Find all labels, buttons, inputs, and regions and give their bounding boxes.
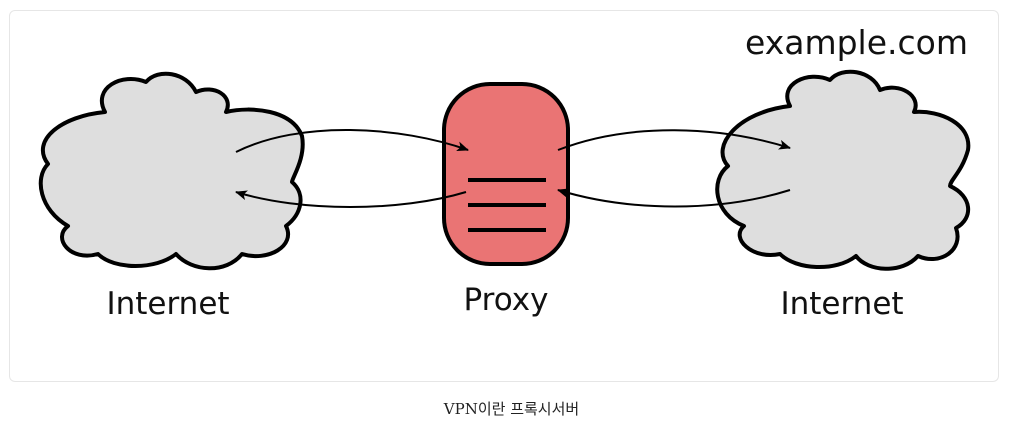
arrow-right-to-proxy [557, 188, 791, 208]
arrow-proxy-to-right [557, 129, 791, 151]
proxy-diagram: example.com Internet Proxy Internet [38, 23, 971, 322]
arrow-left-to-proxy [235, 129, 469, 153]
proxy-server-icon [442, 82, 570, 266]
right-node-label: Internet [780, 286, 903, 322]
right-cloud-icon [715, 69, 971, 271]
figure-caption: VPN이란 프록시서버 [443, 400, 580, 418]
domain-label: example.com [745, 23, 968, 62]
arrow-proxy-to-left [235, 190, 467, 208]
left-node-label: Internet [106, 286, 229, 322]
center-node-label: Proxy [464, 282, 549, 318]
left-cloud-icon [38, 71, 305, 271]
